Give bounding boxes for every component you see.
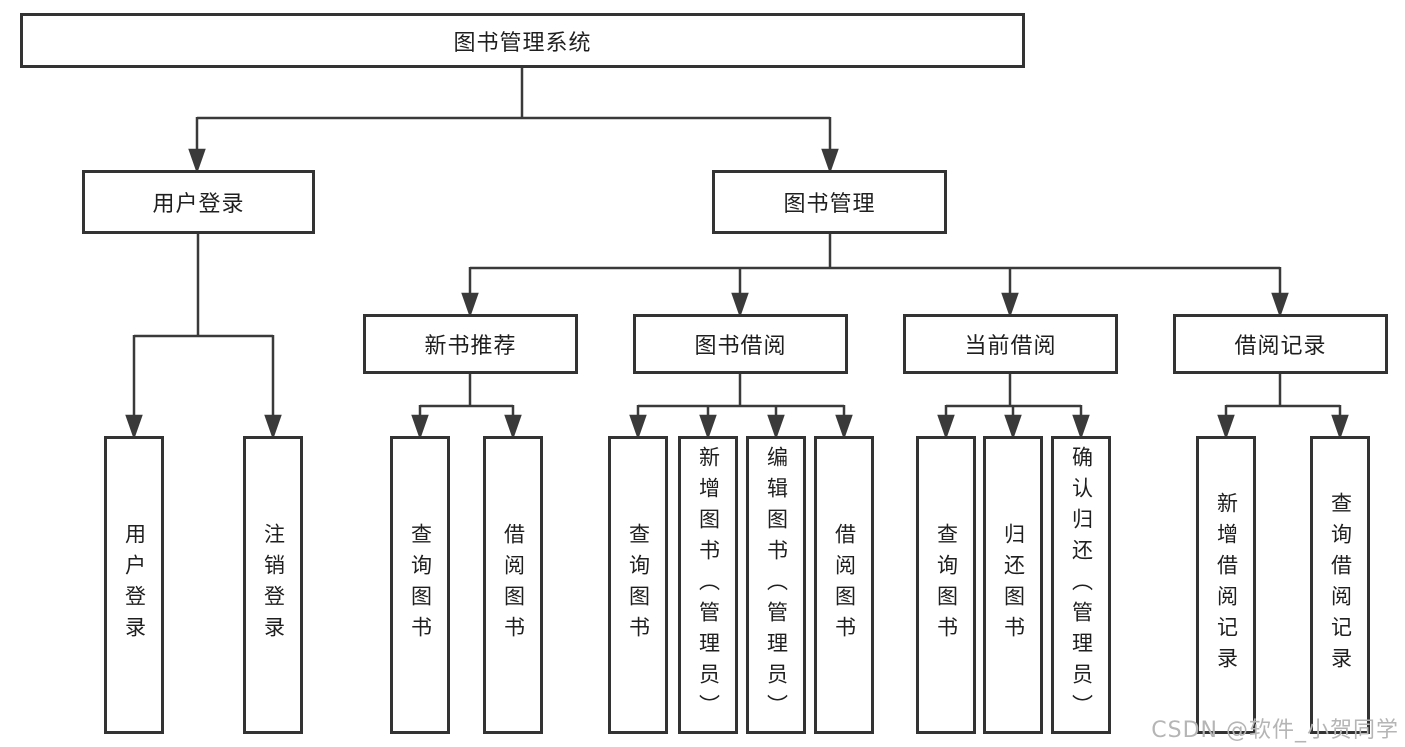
leaf-query-books-current: 查询图书 — [916, 436, 976, 734]
node-current-borrow: 当前借阅 — [903, 314, 1118, 374]
connector-borrow-records-children — [1217, 374, 1349, 440]
node-label: 编辑图书（管理员） — [764, 445, 789, 725]
node-new-book-recommend: 新书推荐 — [363, 314, 578, 374]
node-label: 新增借阅记录 — [1214, 492, 1239, 678]
node-label: 查询借阅记录 — [1328, 492, 1353, 678]
leaf-borrow-books-recommend: 借阅图书 — [483, 436, 543, 734]
leaf-borrow-books: 借阅图书 — [814, 436, 874, 734]
leaf-return-books: 归还图书 — [983, 436, 1043, 734]
connector-root-to-level2 — [188, 68, 839, 174]
node-label: 查询图书 — [408, 523, 433, 647]
csdn-watermark: CSDN @软件_小贺同学 — [1151, 718, 1399, 743]
connector-current-borrow-children — [937, 374, 1090, 440]
node-user-login: 用户登录 — [82, 170, 315, 234]
connector-new-book-children — [411, 374, 522, 440]
leaf-confirm-return-admin: 确认归还（管理员） — [1051, 436, 1111, 734]
node-label: 查询图书 — [934, 523, 959, 647]
node-label: 借阅图书 — [501, 523, 526, 647]
node-label: 注销登录 — [261, 523, 286, 647]
node-library-management-system: 图书管理系统 — [20, 13, 1025, 68]
connector-book-mgmt-children — [461, 234, 1289, 318]
leaf-query-borrow-record: 查询借阅记录 — [1310, 436, 1370, 734]
leaf-logout: 注销登录 — [243, 436, 303, 734]
leaf-query-books-recommend: 查询图书 — [390, 436, 450, 734]
node-borrow-records: 借阅记录 — [1173, 314, 1388, 374]
node-book-borrow: 图书借阅 — [633, 314, 848, 374]
leaf-add-book-admin: 新增图书（管理员） — [678, 436, 738, 734]
node-label: 用户登录 — [122, 523, 147, 647]
connector-user-login-children — [125, 234, 282, 440]
node-label: 借阅图书 — [832, 523, 857, 647]
leaf-query-books-borrow: 查询图书 — [608, 436, 668, 734]
node-label: 新增图书（管理员） — [696, 445, 721, 725]
node-label: 查询图书 — [626, 523, 651, 647]
node-book-management: 图书管理 — [712, 170, 947, 234]
leaf-user-login: 用户登录 — [104, 436, 164, 734]
leaf-add-borrow-record: 新增借阅记录 — [1196, 436, 1256, 734]
leaf-edit-book-admin: 编辑图书（管理员） — [746, 436, 806, 734]
node-label: 归还图书 — [1001, 523, 1026, 647]
connector-book-borrow-children — [629, 374, 853, 440]
node-label: 确认归还（管理员） — [1069, 445, 1094, 725]
